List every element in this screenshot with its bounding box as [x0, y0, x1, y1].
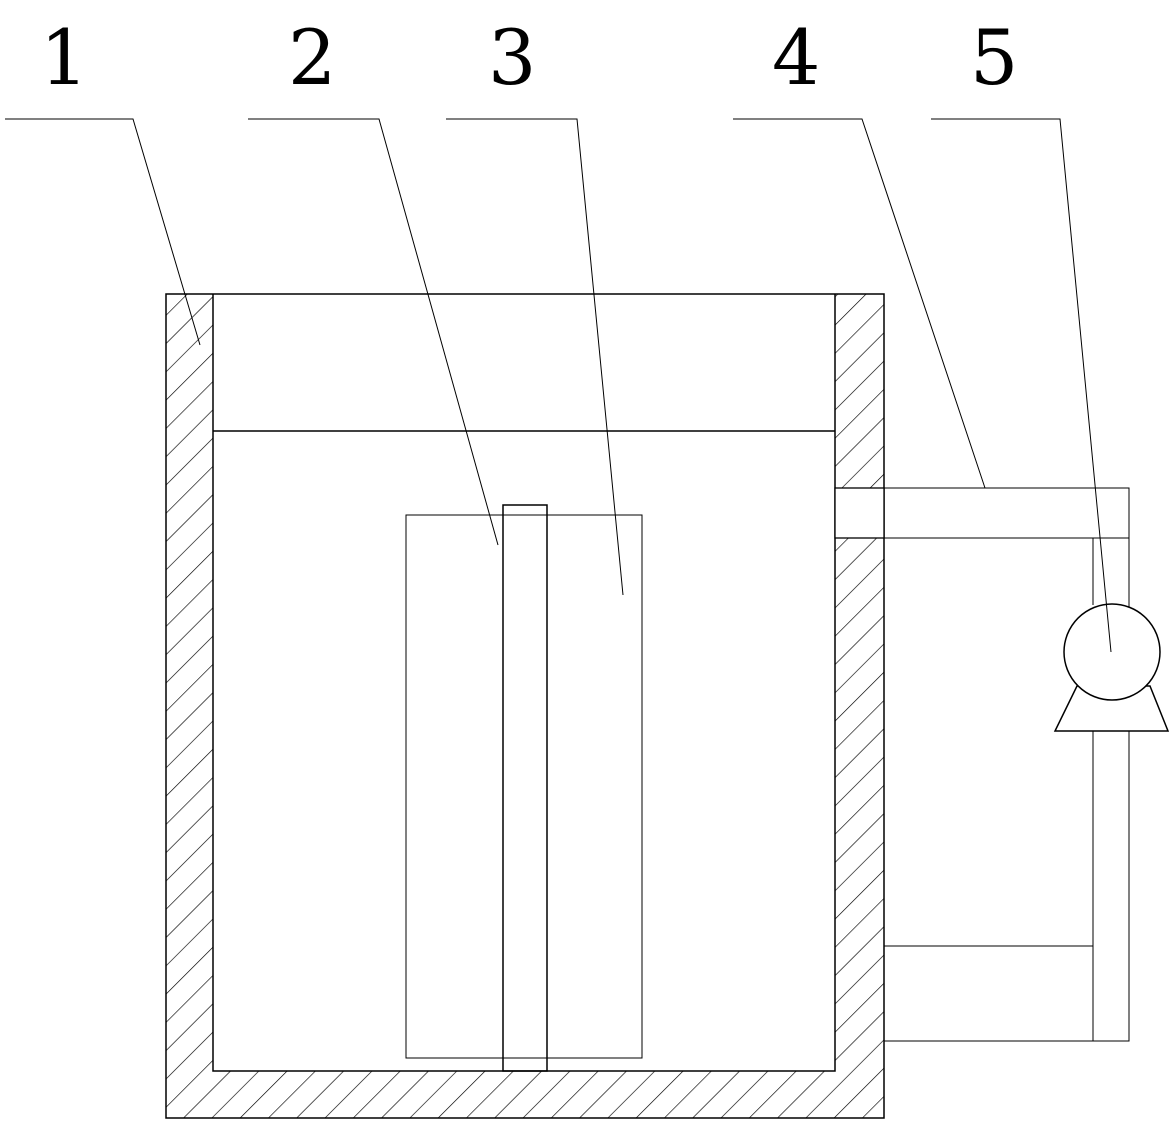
leader-lines — [5, 118, 1112, 653]
tank-wall-upper-right-hatch — [835, 294, 884, 488]
leader-line-5 — [931, 118, 1112, 653]
callout-label-4: 4 — [772, 13, 820, 102]
leader-line-3 — [446, 118, 624, 596]
pipe-return-inner — [884, 730, 1094, 947]
leader-line-2 — [248, 118, 499, 546]
tank-outer-outline — [165, 293, 885, 1119]
leader-line-1 — [5, 118, 201, 346]
pipe-top-inner — [884, 537, 1094, 605]
center-rod — [502, 504, 548, 1072]
callout-labels: 1 2 3 4 5 — [40, 13, 1018, 102]
callout-label-2: 2 — [288, 13, 336, 102]
pipe-top-outer — [884, 487, 1130, 1042]
tank — [165, 293, 885, 1119]
pump — [1053, 603, 1170, 732]
tank-wall-hatch — [166, 294, 884, 1118]
external-piping — [884, 487, 1130, 1042]
electrode-plate — [405, 514, 643, 1059]
tank-inner-outline — [212, 294, 836, 1072]
callout-label-1: 1 — [40, 13, 88, 102]
pump-body — [1063, 603, 1161, 701]
wall-pipe-opening — [834, 487, 885, 539]
callout-label-5: 5 — [970, 13, 1018, 102]
leader-line-4 — [733, 118, 986, 489]
callout-label-3: 3 — [488, 13, 536, 102]
